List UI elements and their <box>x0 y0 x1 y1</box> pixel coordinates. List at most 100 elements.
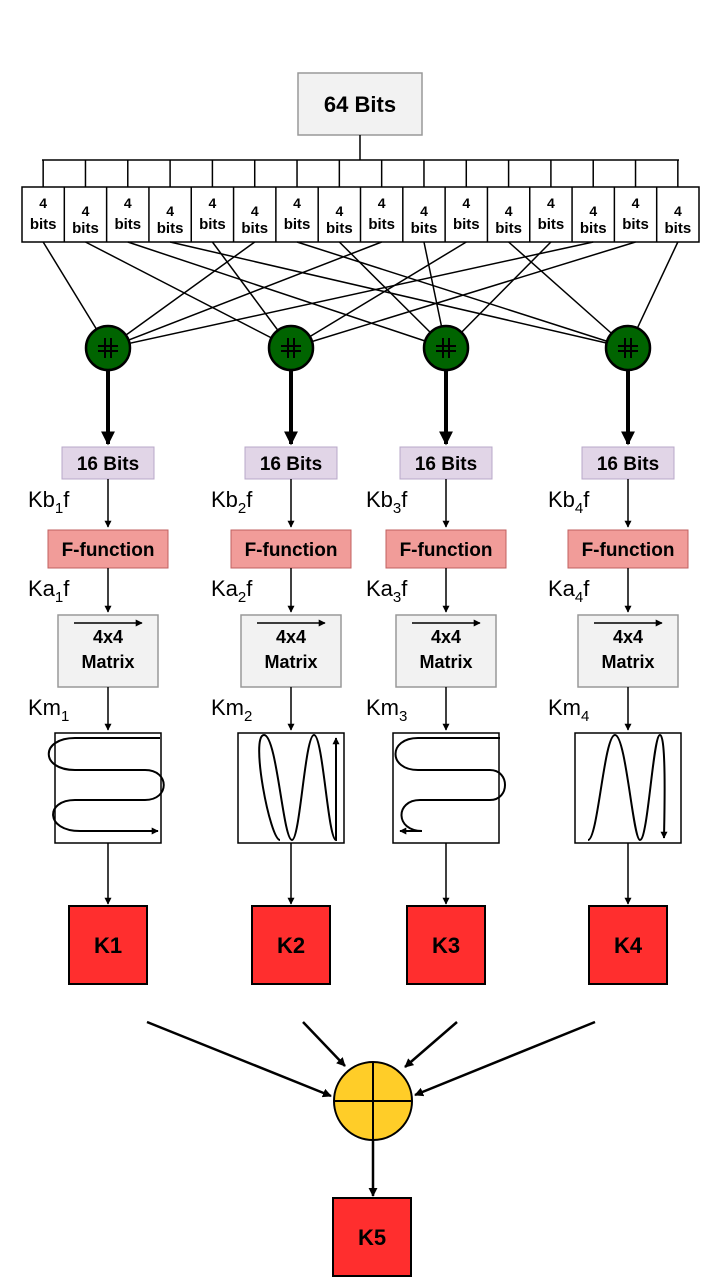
routing-line <box>445 241 552 349</box>
matrix-label: Matrix <box>601 652 654 672</box>
nibble-cell-size: 4 <box>632 195 640 211</box>
nibble-cell: 4 bits <box>190 187 226 242</box>
nibble-cell-size: 4 <box>420 203 428 219</box>
nibble-cell-unit: bits <box>114 216 141 233</box>
input-64-bits-label: 64 Bits <box>324 92 396 117</box>
matrix-size-label: 4x4 <box>431 627 461 647</box>
nibble-cell-unit: bits <box>495 220 522 237</box>
nibble-cell-unit: bits <box>368 216 395 233</box>
matrix-label: Matrix <box>264 652 317 672</box>
routing-line <box>290 241 467 349</box>
concatenation-operator-icon <box>604 324 652 372</box>
km-key-label: Km3 <box>366 695 407 725</box>
ka-key-label: Ka2f <box>211 576 253 606</box>
sub-key-box <box>588 905 668 985</box>
matrix-box <box>240 614 342 688</box>
nibble-cell-unit: bits <box>665 220 692 237</box>
sub-key-label: K1 <box>94 933 122 958</box>
input-64-bits-box <box>297 72 423 136</box>
kb-key-label: Kb3f <box>366 487 408 517</box>
sub-key-box <box>251 905 331 985</box>
routing-line <box>107 241 594 349</box>
concatenation-operator-icon <box>84 324 132 372</box>
nibble-cell: 4 bits <box>105 187 141 242</box>
matrix-box <box>577 614 679 688</box>
ka-key-label: Ka1f <box>28 576 70 606</box>
f-function-box <box>567 529 689 569</box>
nibble-cell-unit: bits <box>199 216 226 233</box>
nibble-row: 4bits4bits4bits4bits4bits4bits4bits4bits… <box>21 186 700 243</box>
f-function-label: F-function <box>582 540 675 561</box>
block-16-bits-box <box>61 446 155 480</box>
matrix-label: Matrix <box>419 652 472 672</box>
routing-line <box>107 241 382 349</box>
traversal-path-box <box>54 732 162 844</box>
nibble-cell-unit: bits <box>326 220 353 237</box>
routing-line <box>508 241 629 349</box>
nibble-cell-unit: bits <box>241 220 268 237</box>
output-key-k5-label: K5 <box>358 1225 386 1250</box>
nibble-cell-size: 4 <box>82 203 90 219</box>
traversal-path-icon <box>47 737 165 835</box>
routing-line <box>169 241 629 349</box>
km-key-label: Km4 <box>548 695 589 725</box>
nibble-cell-unit: bits <box>411 220 438 237</box>
sub-key-columns: 16 BitsKb1fF-functionKa1f4x4MatrixKm1K11… <box>28 324 689 985</box>
xor-operator-icon <box>333 1061 413 1141</box>
matrix-size-label: 4x4 <box>276 627 306 647</box>
block-16-bits-label: 16 Bits <box>77 454 139 475</box>
block-16-bits-box <box>244 446 338 480</box>
nibble-cell-size: 4 <box>209 195 217 211</box>
block-16-bits-label: 16 Bits <box>260 454 322 475</box>
f-function-label: F-function <box>400 540 493 561</box>
block-16-bits-box <box>581 446 675 480</box>
nibble-cell-size: 4 <box>335 203 343 219</box>
nibble-cell-unit: bits <box>538 216 565 233</box>
traversal-path-icon <box>258 733 340 842</box>
nibble-routing-lines <box>42 241 679 349</box>
matrix-size-label: 4x4 <box>93 627 123 647</box>
ka-key-label: Ka3f <box>366 576 408 606</box>
traversal-path-box <box>392 732 500 844</box>
ka-key-label: Ka4f <box>548 576 590 606</box>
nibble-cell-unit: bits <box>30 216 57 233</box>
kb-key-label: Kb1f <box>28 487 70 517</box>
sub-key-box <box>68 905 148 985</box>
xor-section: K5 <box>146 1020 596 1277</box>
f-function-label: F-function <box>62 540 155 561</box>
nibble-cell-size: 4 <box>674 203 682 219</box>
sub-key-label: K4 <box>614 933 643 958</box>
nibble-cell-size: 4 <box>124 195 132 211</box>
nibble-cell-size: 4 <box>251 203 259 219</box>
routing-line <box>127 241 447 349</box>
routing-line <box>290 241 636 349</box>
matrix-box <box>57 614 159 688</box>
kb-key-label: Kb4f <box>548 487 590 517</box>
concatenation-operator-icon <box>267 324 315 372</box>
traversal-path-icon <box>394 737 506 835</box>
routing-line <box>107 241 256 349</box>
nibble-cell-unit: bits <box>453 216 480 233</box>
output-key-k5-box <box>332 1197 412 1277</box>
sub-key-label: K2 <box>277 933 305 958</box>
nibble-cell-unit: bits <box>72 220 99 237</box>
nibble-cell-size: 4 <box>505 203 513 219</box>
f-function-box <box>385 529 507 569</box>
